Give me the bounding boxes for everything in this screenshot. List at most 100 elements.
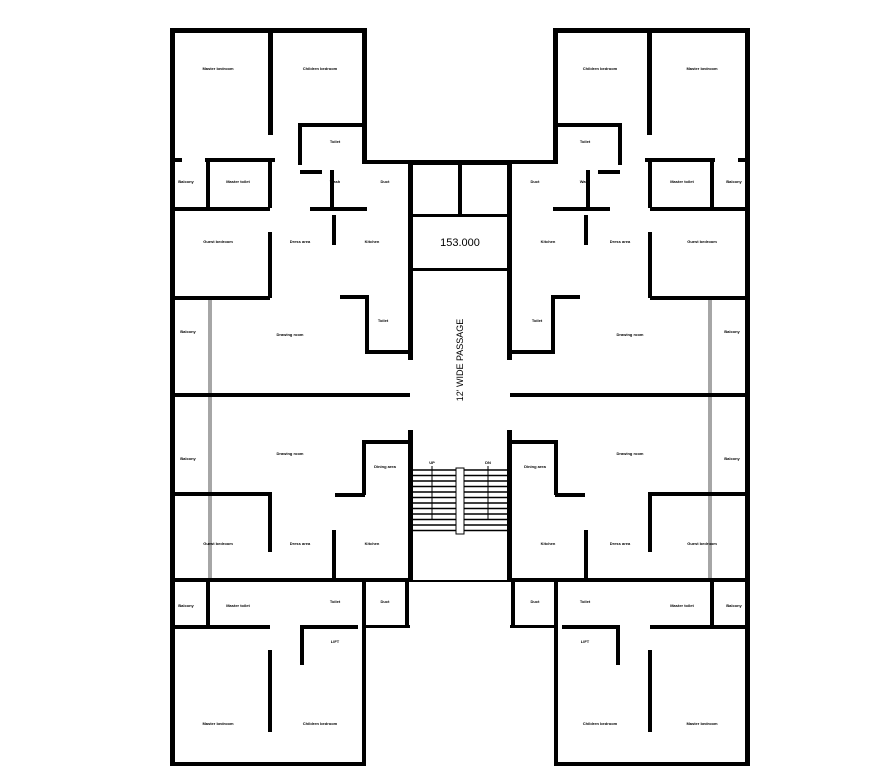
- core-wall: [408, 268, 512, 271]
- room-label: Drawing room: [277, 332, 304, 337]
- wall: [405, 582, 409, 627]
- wall: [298, 123, 302, 165]
- wall: [553, 207, 610, 211]
- wall: [362, 28, 367, 160]
- wall: [557, 123, 622, 127]
- wall: [170, 393, 410, 397]
- wall: [170, 762, 365, 766]
- room-label: Duct: [381, 179, 391, 184]
- wall: [170, 207, 270, 211]
- wall: [510, 625, 555, 628]
- wall: [510, 440, 558, 444]
- wall: [362, 160, 410, 164]
- wall: [510, 160, 558, 164]
- room-label: Duct: [381, 599, 391, 604]
- room-label: Balcony: [726, 603, 742, 608]
- wall: [362, 582, 366, 766]
- core-wall: [458, 160, 462, 216]
- room-label: Toilet: [532, 318, 543, 323]
- room-label: Master toilet: [670, 179, 694, 184]
- wall: [647, 30, 652, 135]
- wall: [650, 296, 750, 300]
- wall: [330, 170, 334, 210]
- wall: [298, 123, 363, 127]
- room-label: Drawing room: [277, 451, 304, 456]
- stair-handrail: [455, 467, 465, 535]
- room-label: Master bedroom: [202, 721, 234, 726]
- room-label: Guest bedroom: [203, 541, 233, 546]
- room-label: Dress area: [290, 239, 311, 244]
- wall: [170, 578, 410, 582]
- wall: [555, 493, 585, 497]
- wall: [645, 158, 715, 162]
- room-label: Kitchen: [365, 541, 380, 546]
- room-label: Balcony: [180, 329, 196, 334]
- wall: [170, 296, 270, 300]
- room-label: Guest bedroom: [203, 239, 233, 244]
- wall: [510, 393, 750, 397]
- room-label: Kitchen: [541, 541, 556, 546]
- core-wall: [408, 214, 512, 217]
- wall: [310, 207, 367, 211]
- stair-label: DN: [485, 460, 491, 465]
- wall: [340, 295, 368, 299]
- wall: [554, 440, 558, 495]
- core-wall: [408, 160, 413, 360]
- wall: [710, 162, 714, 207]
- room-label: Dress area: [290, 541, 311, 546]
- wall: [268, 650, 272, 732]
- wall: [510, 578, 750, 582]
- wall: [365, 295, 369, 353]
- wall: [511, 582, 515, 627]
- staircase: UP DN: [412, 460, 508, 535]
- room-label: Balcony: [724, 329, 740, 334]
- room-label: Guest bedroom: [687, 239, 717, 244]
- wall: [268, 158, 272, 208]
- wall: [650, 625, 750, 629]
- wall: [335, 493, 365, 497]
- wall: [648, 650, 652, 732]
- wall: [648, 232, 652, 298]
- room-label: Dress area: [610, 541, 631, 546]
- wall: [365, 350, 410, 354]
- wall: [268, 232, 272, 298]
- room-label: Toilet: [330, 139, 341, 144]
- wall: [616, 625, 620, 665]
- wall: [584, 530, 588, 580]
- wall: [170, 28, 365, 33]
- room-label: Duct: [531, 599, 541, 604]
- room-label: Dress area: [610, 239, 631, 244]
- room-label: Drawing room: [617, 332, 644, 337]
- wall: [554, 582, 558, 766]
- room-label: Wash: [330, 179, 341, 184]
- room-label: Toilet: [330, 599, 341, 604]
- stair-label: UP: [429, 460, 435, 465]
- wall: [586, 170, 590, 210]
- wall: [555, 28, 750, 33]
- room-label: Dining area: [524, 464, 547, 469]
- room-label: Guest bedroom: [687, 541, 717, 546]
- wall: [170, 492, 270, 496]
- room-label: Drawing room: [617, 451, 644, 456]
- wall: [365, 625, 410, 628]
- room-label: LIFT: [581, 639, 590, 644]
- wall: [584, 215, 588, 245]
- room-label: Master bedroom: [202, 66, 234, 71]
- room-label: Dining area: [374, 464, 397, 469]
- wall: [332, 530, 336, 580]
- wall: [300, 170, 322, 174]
- core-wall: [408, 580, 512, 582]
- core-wall: [408, 430, 413, 580]
- room-label: Children bedroom: [583, 721, 618, 726]
- room-label: Balcony: [180, 456, 196, 461]
- core-wall: [507, 430, 512, 580]
- wall: [206, 162, 210, 207]
- wall: [300, 625, 304, 665]
- wall: [170, 158, 182, 162]
- room-label: Toilet: [378, 318, 389, 323]
- wall: [562, 625, 620, 629]
- core-wall: [507, 160, 512, 360]
- wall: [738, 158, 750, 162]
